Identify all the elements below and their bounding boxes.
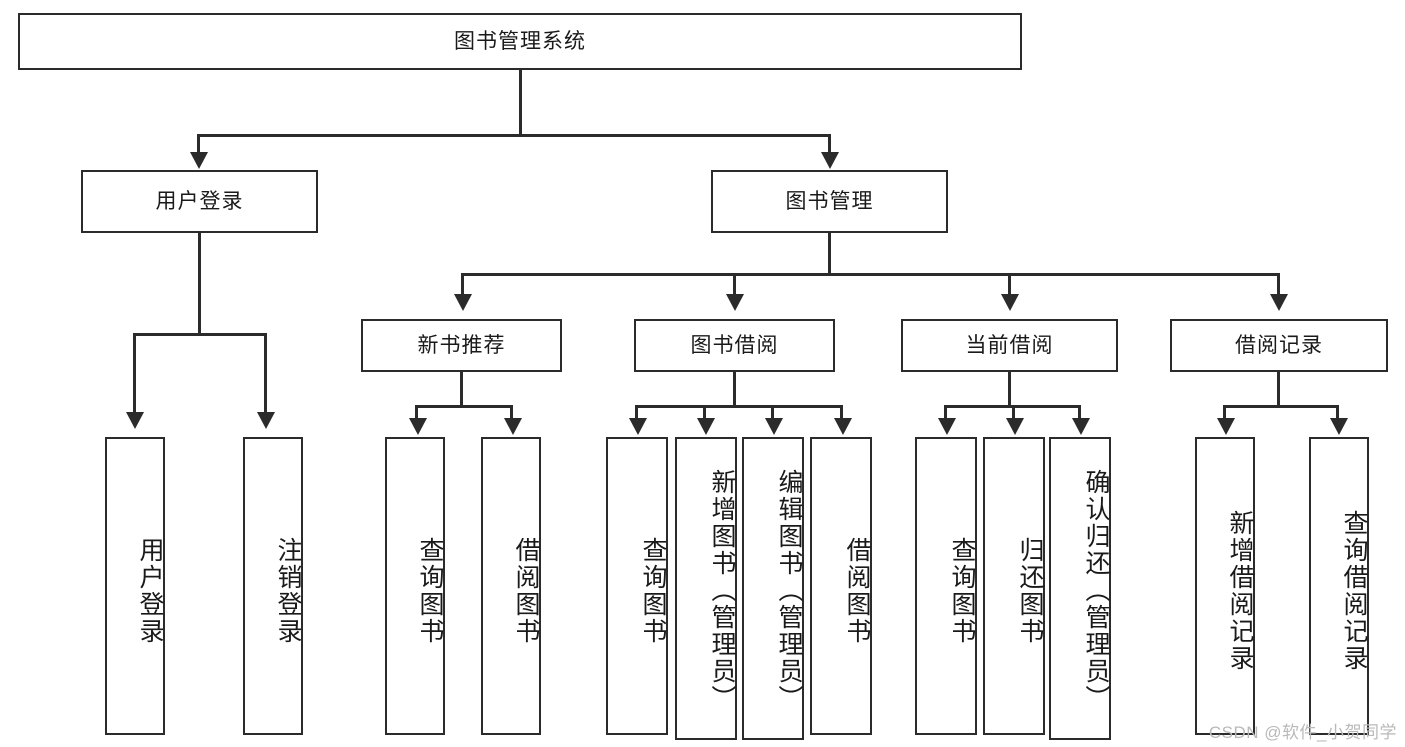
node-label: 新增图书（管理员）: [708, 469, 736, 712]
node-borrow-record[interactable]: 借阅记录: [1170, 319, 1388, 372]
node-label: 图书管理: [785, 189, 874, 213]
edge-book-manage-bar: [461, 273, 1280, 276]
arrow-book-borrow-leaf-3: [765, 418, 783, 435]
arrow-book-manage-to-book-borrow: [726, 294, 744, 311]
node-label: 注销登录: [274, 537, 302, 645]
edge-book-manage-drop-3: [1008, 273, 1011, 296]
leaf-borrow-book-new-rec[interactable]: 借阅图书: [481, 437, 541, 735]
leaf-borrow-book-borrow[interactable]: 借阅图书: [810, 437, 872, 735]
edge-new-book-rec-drop-2: [510, 405, 513, 419]
edge-book-borrow-bar: [635, 405, 843, 408]
arrow-book-borrow-leaf-2: [697, 418, 715, 435]
arrow-book-borrow-leaf-4: [834, 418, 852, 435]
edge-current-borrow-drop-3: [1078, 405, 1081, 419]
edge-new-book-rec-drop-1: [415, 405, 418, 419]
arrow-book-manage-to-borrow-record: [1270, 294, 1288, 311]
edge-root-to-book-manage: [828, 134, 831, 154]
arrow-borrow-record-leaf-1: [1217, 418, 1235, 435]
node-label: 编辑图书（管理员）: [775, 469, 803, 712]
leaf-query-book-borrow[interactable]: 查询图书: [606, 437, 668, 735]
edge-root-stem: [519, 70, 522, 134]
node-book-borrow[interactable]: 图书借阅: [634, 319, 835, 372]
node-current-borrow[interactable]: 当前借阅: [901, 319, 1118, 372]
leaf-user-logout[interactable]: 注销登录: [243, 437, 303, 735]
node-label: 查询图书: [639, 537, 667, 645]
arrow-book-manage-to-new-book-rec: [454, 294, 472, 311]
leaf-query-book-current[interactable]: 查询图书: [915, 437, 977, 735]
edge-book-borrow-drop-3: [771, 405, 774, 419]
arrow-new-book-rec-leaf-1: [409, 418, 427, 435]
edge-book-borrow-stem: [733, 372, 736, 405]
edge-current-borrow-drop-1: [944, 405, 947, 419]
node-label: 查询图书: [948, 537, 976, 645]
node-label: 当前借阅: [965, 333, 1054, 357]
edge-book-borrow-drop-4: [840, 405, 843, 419]
node-label: 用户登录: [136, 537, 164, 645]
node-label: 新增借阅记录: [1226, 510, 1254, 672]
edge-user-login-drop-2: [264, 333, 267, 414]
arrow-current-borrow-leaf-3: [1072, 418, 1090, 435]
edge-user-login-bar: [133, 333, 267, 336]
arrow-new-book-rec-leaf-2: [504, 418, 522, 435]
edge-borrow-record-drop-2: [1336, 405, 1339, 419]
arrow-borrow-record-leaf-2: [1330, 418, 1348, 435]
node-label: 归还图书: [1016, 537, 1044, 645]
node-new-book-recommendation[interactable]: 新书推荐: [361, 319, 562, 372]
arrow-book-manage-to-current-borrow: [1001, 294, 1019, 311]
edge-new-book-rec-bar: [415, 405, 513, 408]
node-user-login[interactable]: 用户登录: [81, 170, 318, 233]
edge-book-borrow-drop-1: [635, 405, 638, 419]
leaf-return-book[interactable]: 归还图书: [983, 437, 1045, 735]
leaf-query-borrow-record[interactable]: 查询借阅记录: [1309, 437, 1369, 735]
leaf-user-login[interactable]: 用户登录: [105, 437, 165, 735]
node-label: 图书管理系统: [454, 29, 586, 53]
arrow-root-to-user-login: [190, 152, 208, 169]
node-label: 借阅图书: [843, 537, 871, 645]
edge-user-login-drop-1: [133, 333, 136, 414]
node-book-management[interactable]: 图书管理: [711, 170, 948, 233]
edge-book-manage-drop-2: [733, 273, 736, 296]
node-label: 新书推荐: [417, 333, 506, 357]
edge-book-manage-drop-4: [1277, 273, 1280, 296]
node-label: 借阅记录: [1235, 333, 1323, 357]
edge-borrow-record-stem: [1277, 372, 1280, 405]
edge-book-manage-stem: [828, 233, 831, 273]
edge-book-borrow-drop-2: [703, 405, 706, 419]
edge-root-bar: [197, 134, 831, 137]
node-label: 查询图书: [416, 537, 444, 645]
leaf-add-borrow-record[interactable]: 新增借阅记录: [1195, 437, 1255, 735]
node-label: 用户登录: [155, 189, 244, 213]
leaf-edit-book-admin[interactable]: 编辑图书（管理员）: [742, 437, 804, 740]
arrow-user-login-leaf-2: [257, 412, 275, 429]
arrow-root-to-book-manage: [821, 152, 839, 169]
edge-new-book-rec-stem: [460, 372, 463, 405]
edge-book-manage-drop-1: [461, 273, 464, 296]
node-label: 确认归还（管理员）: [1082, 469, 1110, 712]
leaf-query-book-new-rec[interactable]: 查询图书: [385, 437, 445, 735]
node-label: 借阅图书: [512, 537, 540, 645]
edge-root-to-user-login: [197, 134, 200, 154]
edge-user-login-stem: [198, 233, 201, 333]
leaf-add-book-admin[interactable]: 新增图书（管理员）: [675, 437, 737, 740]
edge-current-borrow-drop-2: [1012, 405, 1015, 419]
arrow-current-borrow-leaf-2: [1006, 418, 1024, 435]
arrow-book-borrow-leaf-1: [629, 418, 647, 435]
edge-current-borrow-stem: [1008, 372, 1011, 405]
node-label: 图书借阅: [690, 333, 779, 357]
arrow-user-login-leaf-1: [126, 412, 144, 429]
node-root-book-management-system[interactable]: 图书管理系统: [18, 13, 1022, 70]
leaf-confirm-return-admin[interactable]: 确认归还（管理员）: [1049, 437, 1111, 740]
edge-borrow-record-bar: [1223, 405, 1337, 408]
arrow-current-borrow-leaf-1: [938, 418, 956, 435]
edge-borrow-record-drop-1: [1223, 405, 1226, 419]
node-label: 查询借阅记录: [1340, 510, 1368, 672]
